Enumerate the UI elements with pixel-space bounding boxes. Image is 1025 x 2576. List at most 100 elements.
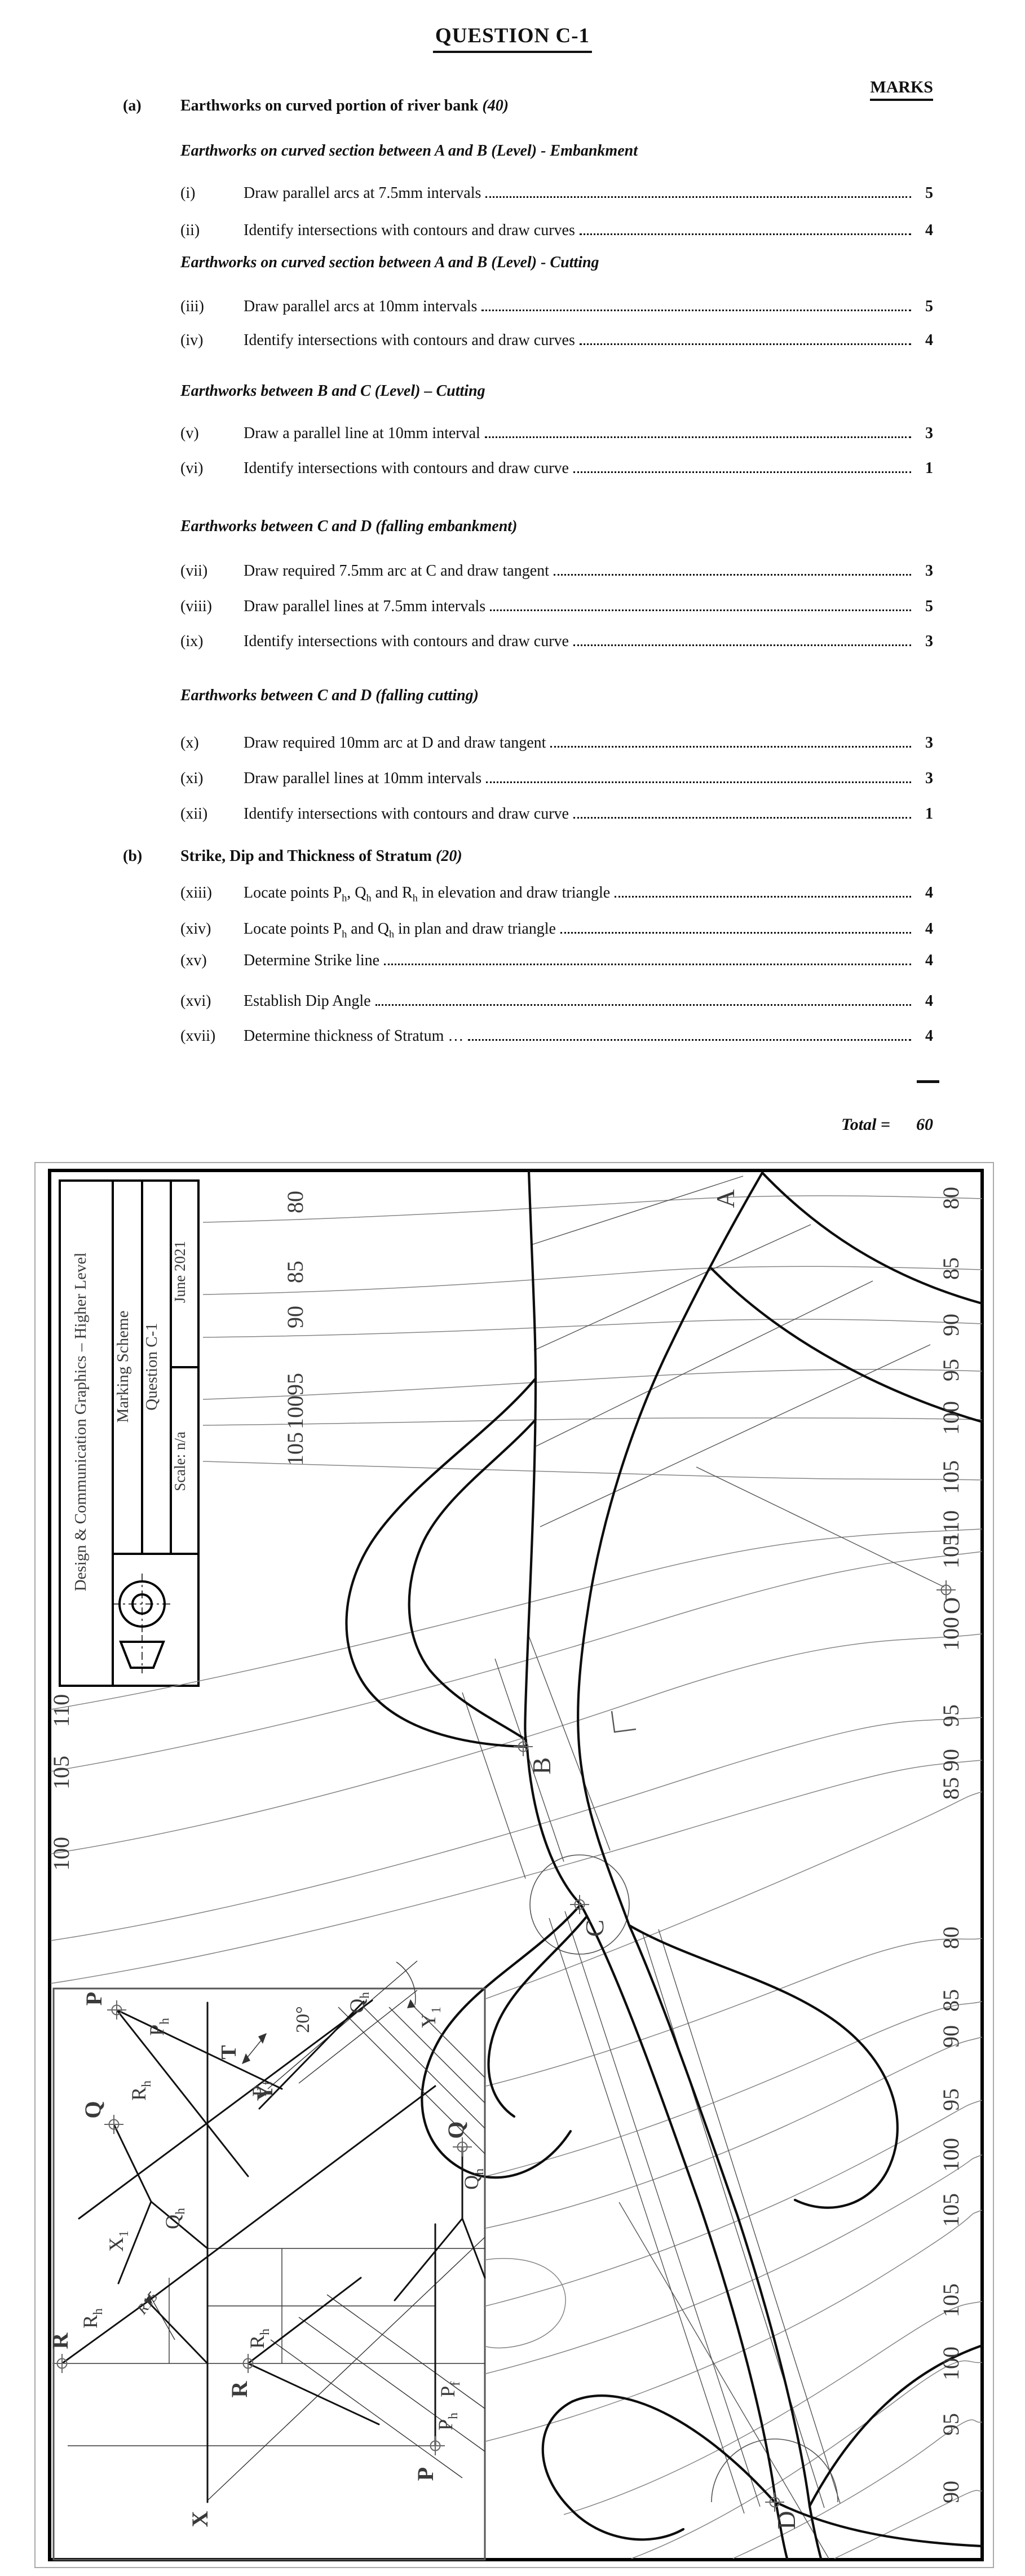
point-label-d: D xyxy=(772,2511,801,2529)
mark-item-row: (xiii)Locate points Ph, Qh and Rh in ele… xyxy=(180,884,933,904)
subheading: Earthworks on curved section between A a… xyxy=(180,142,638,160)
section-heading: (b)Strike, Dip and Thickness of Stratum … xyxy=(123,847,462,865)
mark-item-row: (ii)Identify intersections with contours… xyxy=(180,222,933,239)
contour-label: 105 xyxy=(282,1432,308,1466)
contour-label: 105 xyxy=(938,2193,964,2227)
point-label-a: A xyxy=(711,1189,740,1208)
point-label-o: O xyxy=(939,1597,965,1614)
contour-label: 80 xyxy=(938,1187,964,1209)
contour-label: 100 xyxy=(938,1401,964,1435)
marker-b xyxy=(514,1737,533,1756)
contour-label: 100 xyxy=(282,1395,308,1429)
subheading: Earthworks between C and D (falling emba… xyxy=(180,518,518,535)
contour-label: 100 xyxy=(938,2138,964,2172)
inset-label-p: P xyxy=(413,2467,438,2481)
contour-label: 105 xyxy=(938,1535,964,1568)
marker-q-plan xyxy=(453,2137,472,2157)
inset-border xyxy=(52,1987,486,2561)
mark-item-row: (iii)Draw parallel arcs at 10mm interval… xyxy=(180,298,933,315)
contour-label: 105 xyxy=(938,2283,964,2317)
contour-label: 95 xyxy=(938,1704,964,1727)
mark-item-row: (iv)Identify intersections with contours… xyxy=(180,332,933,349)
contour-label: 90 xyxy=(938,2481,964,2503)
contour-label: 85 xyxy=(938,1257,964,1280)
inset-label-rh: Rh xyxy=(246,2328,272,2349)
marker-r-elevation xyxy=(52,2354,72,2373)
mark-item-row: (xvii)Determine thickness of Stratum …4 xyxy=(180,1027,933,1045)
inset-diagram xyxy=(52,1960,486,2561)
mark-item-row: (xii)Identify intersections with contour… xyxy=(180,805,933,823)
title-block xyxy=(59,1179,200,1687)
inset-label-rh: Rh xyxy=(79,2308,105,2328)
contour-label: 100 xyxy=(938,2347,964,2380)
titleblock-course: Design & Communication Graphics – Higher… xyxy=(72,1253,90,1592)
inset-label-pf: Pf xyxy=(248,2081,275,2097)
page-title: QUESTION C-1 xyxy=(432,24,593,53)
marker-q-elevation xyxy=(104,2115,123,2134)
subheading: Earthworks between C and D (falling cutt… xyxy=(180,687,479,704)
inset-label-qh: Qh xyxy=(460,2168,487,2190)
contour-label: 85 xyxy=(938,1777,964,1800)
contour-label: 95 xyxy=(938,1359,964,1381)
inset-label-x: X xyxy=(187,2511,213,2527)
marker-r-plan xyxy=(238,2354,258,2373)
inset-label-pf: Pf xyxy=(436,2381,463,2397)
point-markers xyxy=(52,1580,956,2512)
sheet-border xyxy=(34,1162,994,2568)
inset-label-dip-angle: 20° xyxy=(293,2006,313,2033)
contour-label: 100 xyxy=(938,1617,964,1651)
inset-label-ph: Ph xyxy=(434,2412,461,2431)
inset-label-qh: Qh xyxy=(346,1992,372,2013)
marker-d xyxy=(765,2493,784,2512)
section-heading: (a)Earthworks on curved portion of river… xyxy=(123,97,509,114)
inset-label-ph: Ph xyxy=(145,2018,172,2036)
projection-symbol-icon xyxy=(112,1574,173,1673)
inset-label-r: R xyxy=(47,2332,73,2349)
inset-label-t: T xyxy=(217,2045,241,2059)
subheading: Earthworks between B and C (Level) – Cut… xyxy=(180,382,485,400)
contour-label: 90 xyxy=(282,1306,308,1328)
contour-label: 90 xyxy=(938,1314,964,1336)
marker-c xyxy=(570,1895,589,1914)
inset-label-y1: Y1 xyxy=(417,2007,444,2028)
contour-label: 80 xyxy=(282,1191,308,1213)
mark-item-row: (vi)Identify intersections with contours… xyxy=(180,459,933,477)
inset-label-r15: R15 xyxy=(133,2288,161,2318)
mark-item-row: (xiv)Locate points Ph and Qh in plan and… xyxy=(180,920,933,940)
marks-column-header: MARKS xyxy=(870,78,933,101)
marker-o xyxy=(936,1580,956,1599)
drawing-labels: Design & Communication Graphics – Higher… xyxy=(47,1187,965,2530)
mark-item-row: (xi)Draw parallel lines at 10mm interval… xyxy=(180,770,933,787)
contour-label: 90 xyxy=(938,2025,964,2048)
construction-lines xyxy=(462,1176,945,2559)
inset-label-p: P xyxy=(81,1992,107,2005)
inset-label-r: R xyxy=(227,2380,252,2397)
mark-item-row: (vii)Draw required 7.5mm arc at C and dr… xyxy=(180,562,933,580)
point-label-b: B xyxy=(527,1757,556,1775)
subheading: Earthworks on curved section between A a… xyxy=(180,254,599,271)
total-row: Total = 60 xyxy=(841,1115,933,1134)
contour-label: 105 xyxy=(48,1756,74,1789)
total-dash xyxy=(917,1080,939,1083)
inset-label-y: Y xyxy=(252,2084,277,2101)
mark-item-row: (viii)Draw parallel lines at 7.5mm inter… xyxy=(180,598,933,615)
marker-p-plan xyxy=(426,2436,445,2455)
contour-label: 100 xyxy=(48,1837,74,1871)
mark-item-row: (ix)Identify intersections with contours… xyxy=(180,633,933,650)
contour-label: 110 xyxy=(938,1510,964,1544)
inset-label-qh: Qh xyxy=(161,2208,188,2229)
inset-label-q: Q xyxy=(443,2121,469,2138)
mark-item-row: (i)Draw parallel arcs at 7.5mm intervals… xyxy=(180,184,933,202)
inset-label-q: Q xyxy=(80,2101,105,2118)
contour-lines xyxy=(50,1195,983,2559)
earthworks-curves xyxy=(345,1170,984,2560)
contour-label: 110 xyxy=(48,1694,74,1727)
titleblock-date: June 2021 xyxy=(171,1241,188,1303)
inset-label-x1: X1 xyxy=(105,2230,131,2252)
contour-label: 95 xyxy=(938,2413,964,2436)
contour-label: 80 xyxy=(938,1927,964,1949)
mark-item-row: (v)Draw a parallel line at 10mm interval… xyxy=(180,425,933,442)
